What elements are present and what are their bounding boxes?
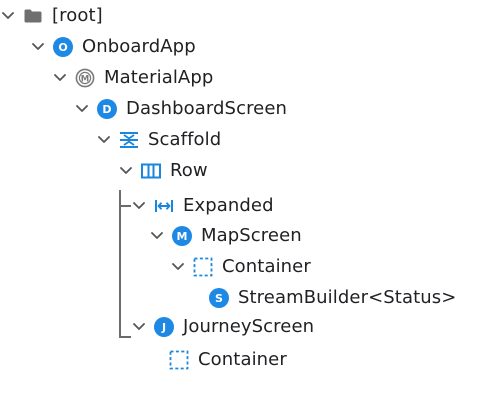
widget-badge-icon: D [96, 98, 118, 120]
chevron-down-icon[interactable] [52, 70, 68, 86]
scaffold-icon [118, 129, 140, 151]
tree-node-material-app[interactable]: M MaterialApp [52, 62, 213, 94]
widget-badge-icon: M [171, 225, 193, 247]
chevron-down-icon[interactable] [170, 259, 186, 275]
tree-node-label: OnboardApp [82, 36, 196, 57]
tree-node-label: Scaffold [148, 129, 222, 150]
tree-node-stream-builder[interactable]: S StreamBuilder<Status> [208, 282, 456, 314]
tree-guide-horizontal-expanded [119, 205, 131, 207]
tree-node-onboard-app[interactable]: O OnboardApp [30, 31, 196, 63]
chevron-down-icon[interactable] [118, 163, 134, 179]
tree-node-label: Container [222, 256, 311, 277]
tree-node-container[interactable]: Container [168, 344, 287, 376]
tree-node-label: Container [198, 349, 287, 370]
tree-node-journey-screen[interactable]: J JourneyScreen [131, 311, 314, 343]
expanded-icon [153, 195, 175, 217]
tree-node-root[interactable]: [root] [0, 0, 103, 32]
tree-node-dashboard-screen[interactable]: D DashboardScreen [74, 93, 287, 125]
chevron-down-icon[interactable] [74, 101, 90, 117]
tree-guide-horizontal-journey [119, 336, 131, 338]
container-icon [192, 256, 214, 278]
tree-node-row[interactable]: Row [118, 155, 208, 187]
tree-node-label: MaterialApp [104, 67, 214, 88]
tree-node-label: Row [170, 160, 208, 181]
tree-node-label: Expanded [183, 195, 274, 216]
tree-node-label: DashboardScreen [126, 98, 288, 119]
tree-guide-vertical [119, 190, 121, 338]
row-icon [140, 160, 162, 182]
tree-node-container[interactable]: Container [170, 251, 311, 283]
chevron-down-icon[interactable] [149, 228, 165, 244]
widget-badge-icon: O [52, 36, 74, 58]
chevron-down-icon[interactable] [30, 39, 46, 55]
chevron-down-icon[interactable] [131, 319, 147, 335]
chevron-down-icon[interactable] [131, 198, 147, 214]
chevron-down-icon[interactable] [96, 132, 112, 148]
folder-icon [22, 5, 44, 27]
container-icon [168, 349, 190, 371]
svg-text:M: M [81, 74, 89, 84]
widget-badge-icon: J [153, 316, 175, 338]
tree-node-label: JourneyScreen [183, 316, 315, 337]
tree-node-map-screen[interactable]: M MapScreen [149, 220, 302, 252]
material-app-icon: M [74, 67, 96, 89]
tree-node-expanded[interactable]: Expanded [131, 190, 274, 222]
tree-node-label: MapScreen [201, 225, 302, 246]
widget-badge-icon: S [208, 287, 230, 309]
tree-node-scaffold[interactable]: Scaffold [96, 124, 221, 156]
tree-node-label: [root] [52, 5, 103, 26]
chevron-down-icon[interactable] [0, 8, 16, 24]
tree-node-label: StreamBuilder<Status> [238, 287, 457, 308]
